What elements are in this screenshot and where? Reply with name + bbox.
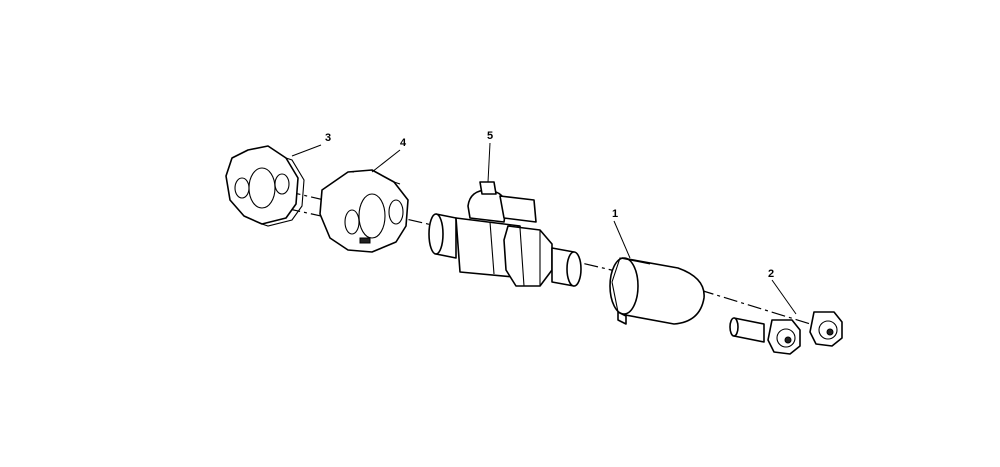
ball-valve-part [428,181,582,287]
gasket-part [225,145,305,227]
callout-1: 1 [612,208,618,220]
callout-3: 3 [325,132,331,144]
flange-block-part [319,169,409,253]
filter-part [609,257,705,325]
nuts-part [729,311,843,355]
callout-leaders [291,142,797,315]
callout-5: 5 [487,130,493,142]
callout-4: 4 [400,137,407,149]
callout-2: 2 [768,268,774,280]
